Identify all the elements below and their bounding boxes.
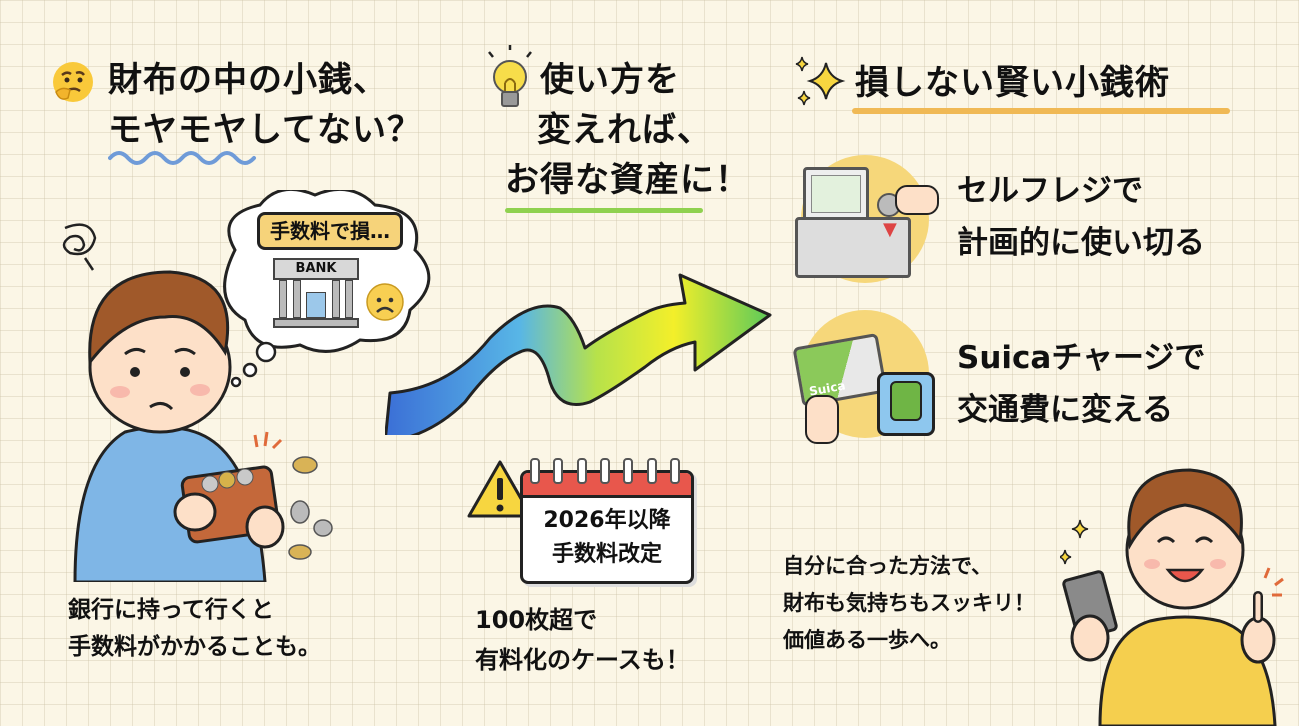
middle-title-line3: お得な資産に！ xyxy=(505,160,750,200)
green-underline xyxy=(505,208,703,213)
wavy-underline xyxy=(108,151,256,165)
suica-line2: 交通費に変える xyxy=(957,392,1174,428)
suica-item: Suica Suicaチャージで 交通費に変える xyxy=(792,310,1275,450)
bank-sign: BANK xyxy=(273,258,359,280)
sparkles-icon xyxy=(795,56,846,106)
calendar-rings xyxy=(530,458,680,484)
thinking-face-icon xyxy=(53,62,93,102)
middle-title: 使い方を xyxy=(540,55,680,105)
calendar-line2: 手数料改定 xyxy=(551,542,662,567)
left-body-line2: 手数料がかかることも。 xyxy=(68,634,321,660)
suica-text: Suicaチャージで 交通費に変える xyxy=(957,332,1205,436)
calendar-line1: 2026年以降 xyxy=(543,508,671,533)
fee-change-calendar: 2026年以降 手数料改定 xyxy=(520,470,694,584)
left-title-icon xyxy=(50,60,96,106)
train-icon xyxy=(877,372,935,436)
happy-boy-illustration xyxy=(1060,468,1284,726)
right-body-line3: 価値ある一歩へ。 xyxy=(783,628,951,652)
stress-scribble-icon xyxy=(62,223,97,271)
right-body-line2: 財布も気持ちもスッキリ！ xyxy=(783,591,1035,615)
left-body-line1: 銀行に持って行くと xyxy=(68,597,274,623)
self-checkout-icon: ▼ xyxy=(795,155,939,285)
middle-title-line1: 使い方を xyxy=(540,60,680,100)
middle-title-rest: 変えれば、 お得な資産に！ xyxy=(505,105,765,205)
self-checkout-text: セルフレジで 計画的に使い切る xyxy=(957,165,1205,269)
right-body-text: 自分に合った方法で、 財布も気持ちもスッキリ！ 価値ある一歩へ。 xyxy=(783,548,1035,659)
middle-body-line2: 有料化のケースも！ xyxy=(475,646,690,674)
thought-bubble: 手数料で損… BANK xyxy=(205,190,445,355)
self-checkout-line1: セルフレジで xyxy=(957,173,1143,209)
left-body-text: 銀行に持って行くと 手数料がかかることも。 xyxy=(68,592,321,666)
middle-body-line1: 100枚超で xyxy=(475,606,598,634)
self-checkout-line2: 計画的に使い切る xyxy=(957,225,1205,261)
thought-dots xyxy=(230,341,277,388)
suica-card-icon: Suica xyxy=(792,310,935,450)
growth-arrow-icon xyxy=(385,273,772,435)
middle-title-line2: 変えれば、 xyxy=(537,110,712,150)
thought-caption-badge: 手数料で損… xyxy=(257,212,403,250)
middle-body-text: 100枚超で 有料化のケースも！ xyxy=(475,600,690,680)
self-checkout-item: ▼ セルフレジで 計画的に使い切る xyxy=(795,155,1265,285)
left-title-line1: 財布の中の小銭、 xyxy=(108,60,388,100)
sad-face-icon xyxy=(366,283,404,321)
left-title: 財布の中の小銭、 モヤモヤしてない？ xyxy=(108,55,422,155)
warning-icon xyxy=(467,460,533,518)
right-title: 損しない賢い小銭術 xyxy=(855,63,1170,103)
worried-boy-illustration xyxy=(73,270,285,582)
orange-underline xyxy=(852,108,1230,114)
suica-line1: Suicaチャージで xyxy=(957,340,1206,376)
bank-building-icon: BANK xyxy=(273,258,359,328)
right-body-line1: 自分に合った方法で、 xyxy=(783,554,993,578)
left-title-line2: モヤモヤしてない？ xyxy=(108,110,422,150)
falling-coins-icon xyxy=(253,431,333,560)
thought-caption: 手数料で損… xyxy=(270,219,390,243)
lightbulb-icon xyxy=(488,45,532,107)
